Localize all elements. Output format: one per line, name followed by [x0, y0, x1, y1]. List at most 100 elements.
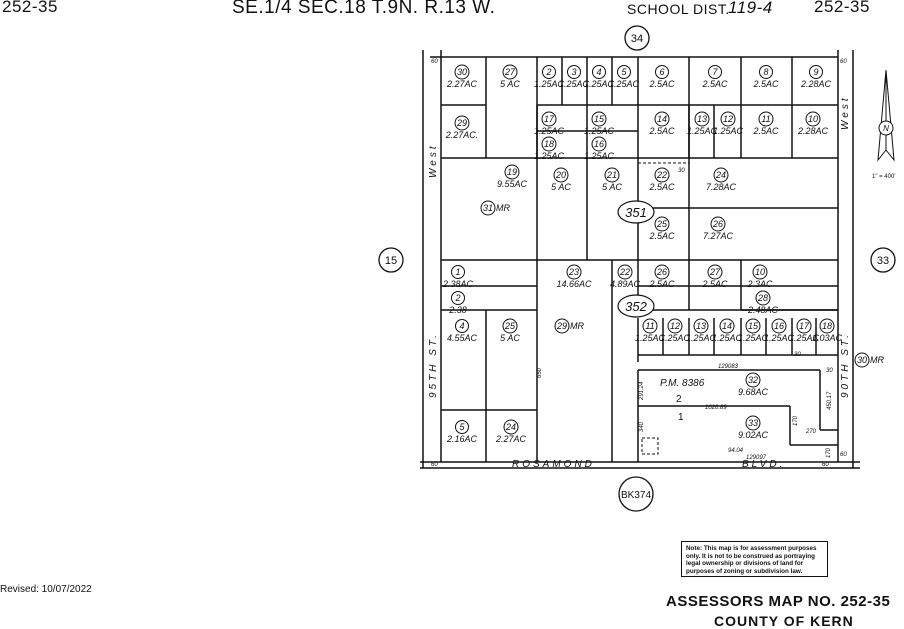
parcel-number-circle [566, 264, 582, 280]
street-95th: 95TH ST. [428, 332, 439, 398]
dim-129097: 129097 [746, 455, 767, 461]
parcel-number: 7 [712, 67, 718, 77]
parcel-number: 26 [712, 219, 723, 229]
parcel-acreage: 2.38AC [442, 279, 474, 289]
parcel-number: 19 [507, 167, 517, 177]
parcel-acreage: 2.38 [448, 305, 467, 315]
dim-60d: 60 [822, 462, 829, 468]
parcel-number-circle [805, 111, 821, 127]
header-school-label: SCHOOL DIST. [627, 1, 730, 17]
adjacent-map-bottom-label: BK374 [621, 490, 651, 501]
parcel-number: 30 [457, 67, 467, 77]
parcel-acreage: MR [496, 203, 510, 213]
parcel-number: 15 [594, 114, 605, 124]
parcel-number: 4 [596, 67, 601, 77]
parcel-number: 17 [799, 321, 810, 331]
parcel-number-circle [542, 65, 556, 79]
parcel-acreage: 5 AC [551, 182, 571, 192]
adjacent-map-marker-bottom [618, 476, 654, 512]
parcel-number-circle [454, 115, 470, 131]
parcel-number: 32 [748, 375, 758, 385]
parcel-number: 1 [455, 267, 460, 277]
street-rosamond: ROSAMOND [512, 459, 595, 470]
dim-60b: 60 [840, 59, 847, 65]
parcel-number-circle [752, 264, 768, 280]
parcel-number: 17 [544, 114, 555, 124]
street-90th: 90TH ST. [840, 332, 851, 398]
parcel-number-circle [745, 372, 761, 388]
svg-text:N: N [883, 124, 889, 133]
parcel-number-circle [455, 420, 469, 434]
parcel-number: 15 [748, 321, 759, 331]
adjacent-map-left-label: 15 [385, 255, 397, 267]
parcel-map-label: P.M. 8386 [660, 378, 705, 389]
parcel-number-circle [591, 136, 607, 152]
disclaimer-note: Note: This map is for assessment purpose… [681, 541, 828, 577]
parcel-acreage: 5 AC [500, 333, 520, 343]
header-map-code-right: 252-35 [814, 0, 870, 16]
block-marker-upper [617, 200, 655, 224]
street-west-right: West [840, 95, 851, 130]
parcel-number: 16 [594, 139, 604, 149]
parcel-acreage: 2.5AC [648, 279, 675, 289]
dim-45017: 450.17 [827, 391, 833, 410]
parcel-number: 14 [657, 114, 667, 124]
block-upper-label: 351 [625, 205, 647, 220]
dim-9404: 94.04 [728, 448, 744, 454]
parcel-number: 2 [454, 293, 460, 303]
dim-60a: 60 [431, 59, 438, 65]
parcel-acreage: 2.5AC [648, 182, 675, 192]
parcel-acreage: 1.25AC [712, 333, 743, 343]
scale-label: 1" = 400' [872, 174, 895, 180]
header-school-number: 119-4 [728, 0, 773, 17]
adjacent-map-top-label: 34 [631, 33, 643, 45]
parcel-number-circle [451, 291, 465, 305]
county-title: COUNTY OF KERN [714, 613, 854, 629]
parcel-number-circle [567, 65, 581, 79]
parcel-acreage: 2.28AC [800, 79, 832, 89]
dim-30b: 30 [794, 352, 801, 358]
parcel-number: 5 [459, 422, 465, 432]
parcel-acreage: 2.48AC [747, 305, 779, 315]
parcel-number: 22 [656, 170, 667, 180]
parcel-number-circle [451, 265, 465, 279]
adjacent-map-marker-right [870, 247, 896, 273]
parcel-number: 11 [761, 114, 770, 124]
parcel-number: 27 [504, 67, 516, 77]
parcel-acreage: 9.68AC [738, 387, 769, 397]
dim-60c: 60 [431, 462, 438, 468]
parcel-number: 18 [544, 139, 554, 149]
map-title: ASSESSORS MAP NO. 252-35 [666, 593, 891, 610]
parcel-number: 10 [755, 267, 765, 277]
parcel-acreage: 1.25AC [534, 126, 565, 136]
parcel-acreage: 7.27AC [703, 231, 734, 241]
parcel-number-circle [503, 419, 519, 435]
dim-60e: 60 [840, 452, 847, 458]
dim-30a: 30 [678, 168, 685, 174]
parcel-number: 10 [808, 114, 818, 124]
dim-340: 340 [639, 421, 645, 432]
parcel-number-circle [655, 65, 669, 79]
lot-1-label: 1 [678, 412, 684, 423]
parcel-number: 5 [621, 67, 627, 77]
parcel-number-circle [502, 318, 518, 334]
lot-2-label: 2 [676, 394, 682, 405]
parcel-acreage: 7.28AC [706, 182, 737, 192]
parcel-number: 29 [556, 321, 567, 331]
parcel-number: 22 [619, 267, 630, 277]
parcel-number-circle [541, 111, 557, 127]
parcel-number-circle [642, 318, 658, 334]
parcel-acreage: 1.25AC [789, 333, 820, 343]
parcel-acreage: 1.25AC [559, 79, 590, 89]
parcel-number: 23 [568, 267, 579, 277]
header-map-code-left: 252-35 [2, 0, 58, 16]
parcel-acreage: 2.5AC [648, 79, 675, 89]
parcel-number: 31 [483, 203, 493, 213]
parcel-number: 3 [571, 67, 576, 77]
parcel-acreage: 1.25AC [534, 79, 565, 89]
parcel-acreage: 2.5AC [648, 126, 675, 136]
parcel-acreage: 2.5AC [701, 279, 728, 289]
street-blvd: BLVD. [742, 459, 785, 470]
